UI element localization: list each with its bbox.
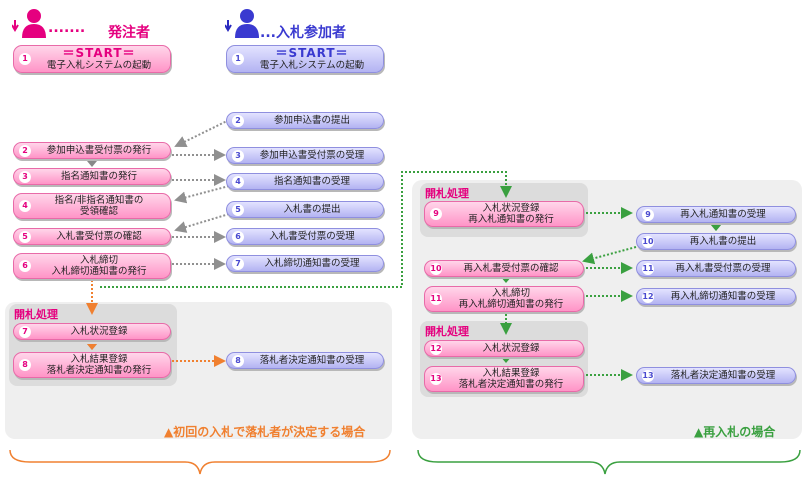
- brace-first: [9, 449, 391, 475]
- down-arrow-o7-o8-orange: [87, 344, 97, 350]
- down-arrow-o10-o11: [500, 276, 512, 283]
- arrow-o6-rebid: [100, 171, 512, 288]
- orderer-title: 発注者: [108, 25, 150, 41]
- arrow-b5-o5: [174, 213, 230, 233]
- orderer-dots: .......: [48, 20, 86, 36]
- first-opening-title: 開札処理: [14, 308, 58, 321]
- bidder-person-icon: [224, 8, 259, 38]
- orderer-start-box: 1 ＝START＝ 電子入札システムの起動: [13, 45, 171, 73]
- bidder-title: ...入札参加者: [260, 25, 346, 41]
- brace-rebid: [417, 449, 801, 475]
- rebid-opening-title-2: 開札処理: [425, 325, 469, 338]
- down-arrow-o2-o3: [87, 161, 97, 167]
- arrow-b4-o4: [174, 185, 230, 204]
- rebid-opening-title-1: 開札処理: [425, 187, 469, 200]
- rebid-caption: ▲再入札の場合: [694, 425, 776, 439]
- down-arrow-b9-b10-green: [711, 225, 721, 231]
- down-arrow-o12-o13: [500, 356, 512, 363]
- first-bid-caption: ▲初回の入札で落札者が決定する場合: [164, 425, 366, 439]
- orderer-person-icon: [11, 8, 46, 38]
- arrow-b10-o10: [582, 246, 637, 265]
- bidder-start-box: 1 ＝START＝ 電子入札システムの起動: [226, 45, 384, 73]
- arrow-b2-o2: [174, 119, 230, 147]
